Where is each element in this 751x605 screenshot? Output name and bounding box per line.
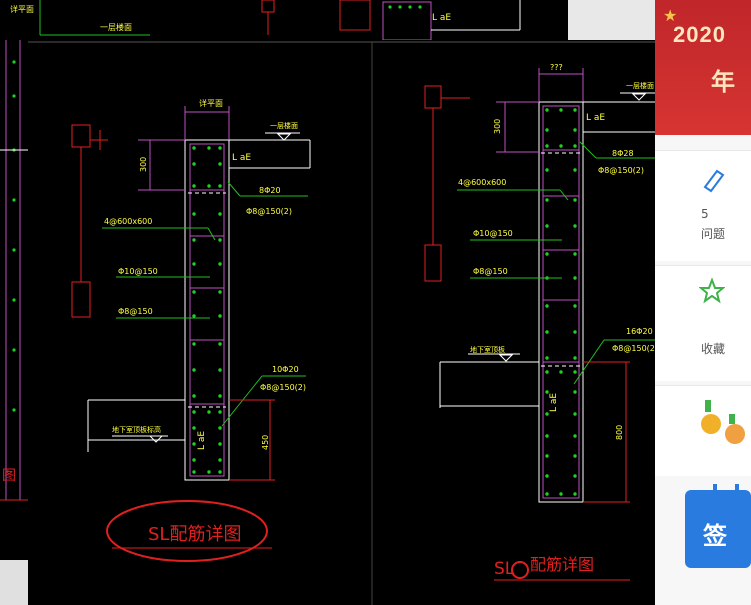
- bg-drawing-fragment: 详平面 一层楼面 L aE 图: [0, 0, 521, 501]
- left-detail-labels: 详平面 一层楼面 300 L aE 8Φ20 Φ8@150(2) 4@600x6…: [104, 98, 306, 545]
- right-title-prefix: SL: [494, 559, 515, 579]
- bg-light-strip: [568, 0, 658, 40]
- banner-sub: 年: [711, 68, 735, 96]
- collect-card[interactable]: 收藏: [655, 265, 751, 381]
- right-dim-800: 800: [615, 425, 624, 440]
- left-rebar-bottom: 10Φ20: [272, 365, 299, 374]
- left-bar-10: Φ10@150: [118, 267, 158, 276]
- left-basement-label: 地下室顶板标高: [112, 425, 161, 434]
- left-dim-450: 450: [261, 435, 270, 450]
- question-count: 5: [701, 207, 709, 221]
- bg-cad-strip: [0, 0, 568, 40]
- right-dim-300: 300: [493, 119, 502, 134]
- right-lae-top: L aE: [586, 113, 605, 123]
- star-icon: ★: [663, 6, 678, 25]
- bg-label-a: 详平面: [10, 4, 34, 14]
- left-detail: [71, 106, 311, 562]
- left-detail-title: SL配筋详图: [148, 524, 241, 545]
- right-detail-title: 配筋详图: [530, 555, 594, 574]
- bg-lae: L aE: [432, 13, 451, 23]
- left-lae-bottom: L aE: [197, 431, 207, 450]
- svg-text:图: 图: [2, 468, 16, 484]
- right-rebar-top: 8Φ28: [612, 149, 634, 158]
- left-stirrup-top: Φ8@150(2): [246, 207, 292, 216]
- question-card[interactable]: 5 问题: [655, 150, 751, 261]
- right-top-label: ???: [550, 63, 563, 72]
- right-stirrup-top: Φ8@150(2): [598, 166, 644, 175]
- right-tie-label: 4@600x600: [458, 178, 506, 187]
- right-bar-10: Φ10@150: [473, 229, 513, 238]
- left-top-label: 详平面: [199, 98, 223, 108]
- medal-card[interactable]: [655, 385, 751, 476]
- right-basement-label: 地下室顶板: [470, 345, 505, 354]
- sign-in-button[interactable]: 签: [685, 484, 751, 568]
- question-label: 问题: [701, 227, 726, 241]
- right-rebar-bottom: 16Φ20: [626, 327, 653, 336]
- right-bar-8: Φ8@150: [473, 267, 508, 276]
- bg-light-left: [0, 560, 28, 605]
- cad-window[interactable]: [28, 40, 705, 605]
- medal-icon: [701, 400, 745, 444]
- left-stirrup-bottom: Φ8@150(2): [260, 383, 306, 392]
- right-lae-bottom: L aE: [549, 393, 559, 412]
- banner-year: 2020: [673, 22, 726, 47]
- collect-label: 收藏: [701, 342, 726, 356]
- left-bar-8: Φ8@150: [118, 307, 153, 316]
- right-floor-label: 一层楼面: [626, 81, 654, 90]
- bg-label-b: 一层楼面: [100, 22, 132, 32]
- left-floor-label: 一层楼面: [270, 121, 298, 130]
- calendar-icon: [713, 484, 739, 494]
- left-tie-label: 4@600x600: [104, 217, 152, 226]
- right-detail-labels: ??? 一层楼面 300 L aE 8Φ28 Φ8@150(2) 4@600x6…: [458, 63, 658, 579]
- left-rebar-top: 8Φ20: [259, 186, 281, 195]
- page-sidebar: ★ 2020 年 5 问题 收藏 签: [655, 0, 751, 605]
- star-outline-icon: [699, 278, 725, 304]
- edit-icon: [703, 169, 725, 193]
- left-dim-300: 300: [139, 157, 148, 172]
- right-detail: [424, 68, 680, 581]
- promo-banner[interactable]: ★ 2020 年: [655, 0, 751, 135]
- left-lae-top: L aE: [232, 153, 251, 163]
- sign-in-label: 签: [703, 522, 727, 550]
- right-stirrup-bottom: Φ8@150(2): [612, 344, 658, 353]
